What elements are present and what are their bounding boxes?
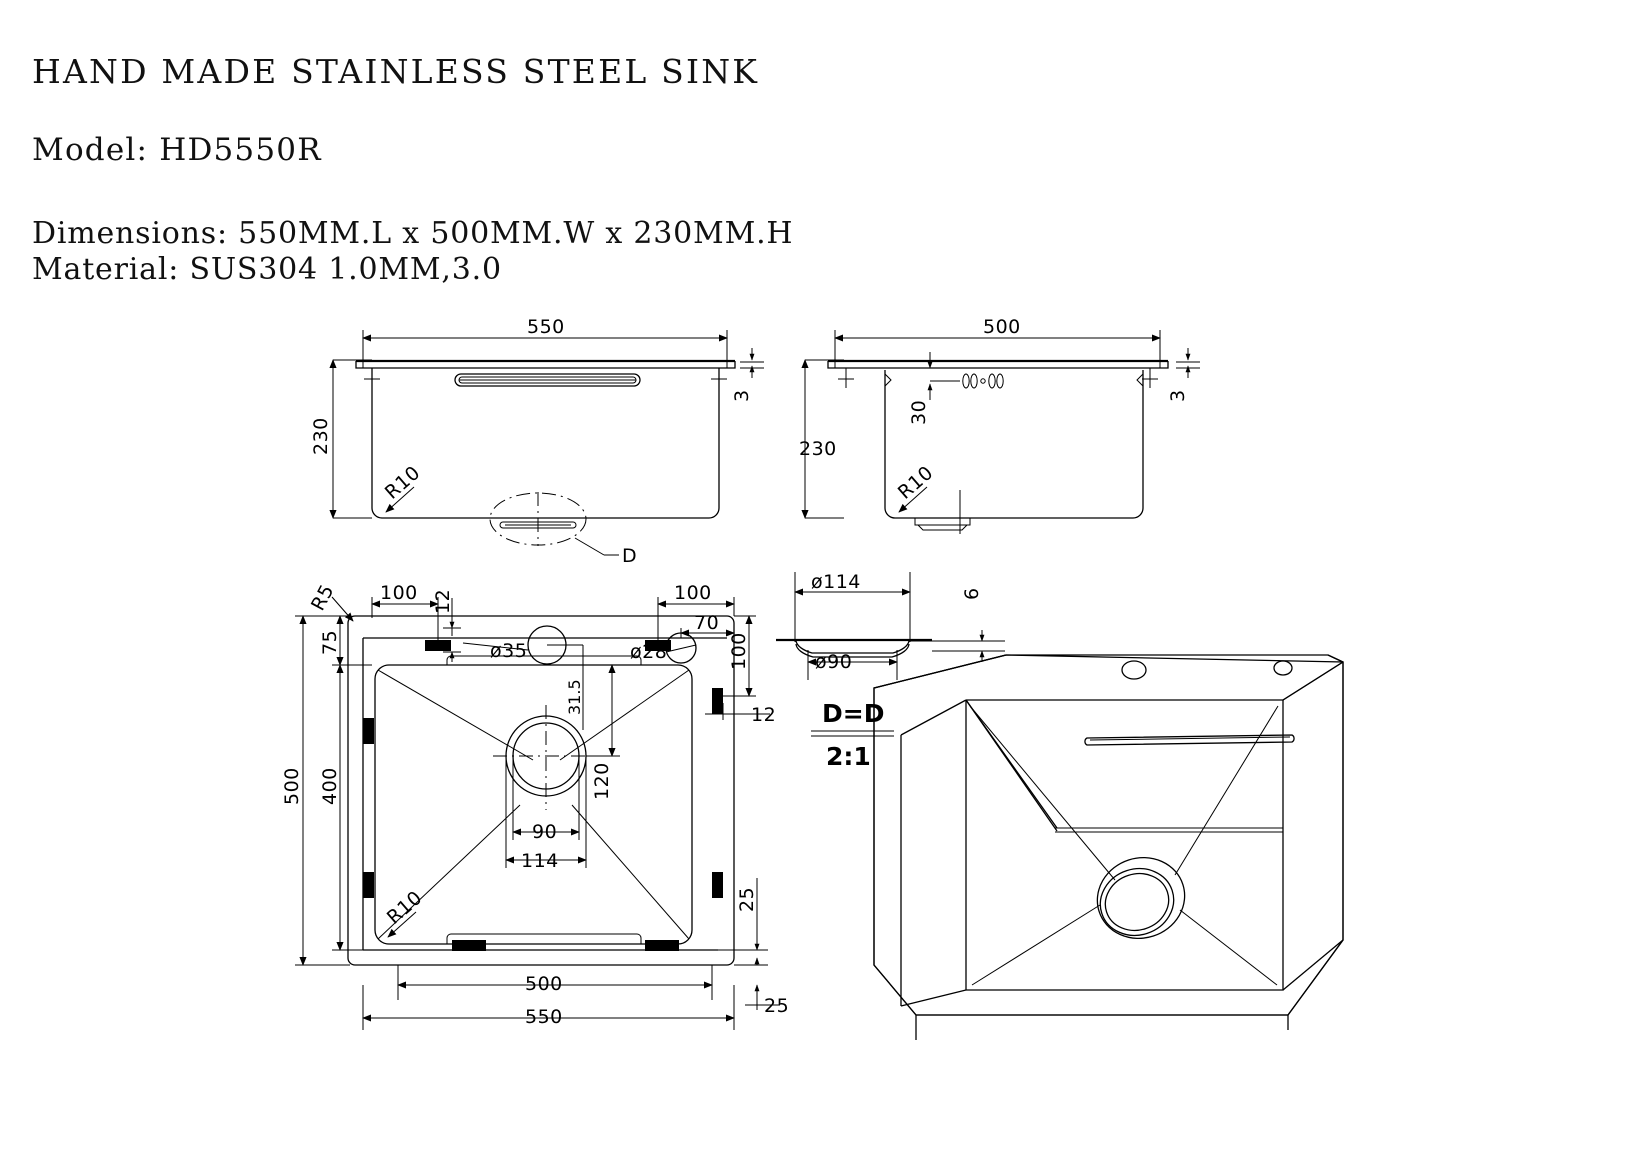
mounting-clip-bottom-left xyxy=(452,940,486,951)
tap-hole-small: ø28 xyxy=(630,632,697,664)
front-elevation-view: R10 D 550 230 3 xyxy=(310,316,764,567)
plan-bowl-width-dim: 400 xyxy=(319,767,341,805)
side-height-dim: 230 xyxy=(799,438,837,460)
front-width-dim: 550 xyxy=(527,316,565,338)
plan-clip-offset-left: 100 xyxy=(380,582,418,604)
mounting-clip-left-lower xyxy=(363,872,374,898)
plan-right-edge-offset: 100 xyxy=(728,632,750,670)
iso-tap-hole-small xyxy=(1273,660,1293,676)
side-elevation-view: R10 500 230 3 30 xyxy=(799,316,1200,534)
side-offset-dim: 30 xyxy=(908,400,930,425)
plan-drain-outer-dim: 114 xyxy=(521,850,559,872)
material-label: Material: SUS304 1.0MM,3.0 xyxy=(32,252,502,287)
model-label: Model: HD5550R xyxy=(32,132,322,168)
mounting-clip-left-upper xyxy=(363,718,374,744)
drain-hole-plan xyxy=(493,705,600,810)
mounting-clip-right-upper xyxy=(712,688,723,714)
mounting-clip-top-right xyxy=(645,640,671,651)
mounting-clip-bottom-right xyxy=(645,940,679,951)
detail-label: D=D xyxy=(822,699,884,728)
plan-rim-lip-bottom-dim: 25 xyxy=(764,995,789,1017)
detail-depth-dim: 6 xyxy=(961,587,983,600)
overflow-slot-front xyxy=(454,373,641,387)
tap-hole-small-dim: ø28 xyxy=(630,641,667,663)
tap-hole-large-dim: ø35 xyxy=(490,640,527,662)
isometric-3d-view xyxy=(873,654,1344,1040)
plan-overall-width-dim: 500 xyxy=(281,767,303,805)
detail-scale-label: 2:1 xyxy=(826,742,871,771)
dimensions-label: Dimensions: 550MM.L x 500MM.W x 230MM.H xyxy=(32,216,794,251)
tap-hole-large: ø35 xyxy=(462,625,567,665)
front-height-dim: 230 xyxy=(310,417,332,455)
iso-overflow-slot xyxy=(1084,734,1295,746)
plan-rim-radius-dim: R5 xyxy=(307,581,339,615)
plan-bowl-length-dim: 500 xyxy=(525,973,563,995)
plan-drain-offset-dim: 120 xyxy=(591,762,613,800)
detail-inner-dia-dim: ø90 xyxy=(815,651,852,673)
plan-tap-to-bowl-dim: 31.5 xyxy=(565,679,584,715)
plan-top-margin-dim: 75 xyxy=(319,630,341,655)
plan-rim-lip-right-dim: 25 xyxy=(736,887,758,912)
plan-small-hole-offset: 70 xyxy=(694,612,719,634)
detail-dd-view: ø114 6 ø90 D=D 2:1 xyxy=(776,571,1005,771)
plan-overall-length-dim: 550 xyxy=(525,1006,563,1028)
page-title: HAND MADE STAINLESS STEEL SINK xyxy=(32,52,760,91)
mounting-clip-right-lower xyxy=(712,872,723,898)
side-rim-dim: 3 xyxy=(1167,389,1189,402)
plan-clip-width-right: 12 xyxy=(751,704,776,726)
top-plan-view: ø35 ø28 R5 100 12 xyxy=(281,581,789,1030)
front-rim-dim: 3 xyxy=(731,389,753,402)
iso-tap-hole-large xyxy=(1121,660,1147,680)
detail-callout-D: D xyxy=(622,545,637,567)
plan-clip-offset-right: 100 xyxy=(674,582,712,604)
detail-outer-dia-dim: ø114 xyxy=(811,571,861,593)
mounting-clip-top-left xyxy=(425,640,451,651)
iso-drain-ring xyxy=(1096,856,1186,940)
side-width-dim: 500 xyxy=(983,316,1021,338)
plan-clip-width-left: 12 xyxy=(432,589,454,614)
plan-drain-inner-dim: 90 xyxy=(532,821,557,843)
